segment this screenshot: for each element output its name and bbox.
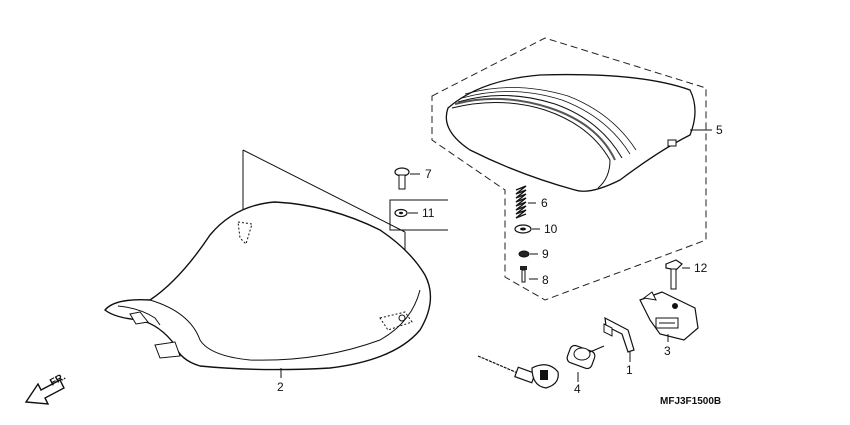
callout-6: 6	[541, 196, 548, 210]
callout-11-frame	[389, 199, 448, 231]
nut-9: 9	[518, 247, 549, 261]
callout-1: 1	[626, 363, 633, 377]
callout-4: 4	[574, 382, 581, 396]
collar-11: 11	[389, 199, 448, 231]
rear-seat-dashed-box	[431, 37, 707, 301]
key-cylinder-group: 4	[477, 344, 605, 396]
callout-9: 9	[542, 247, 549, 261]
bolt-8: 8	[520, 266, 549, 287]
diagram-code: MFJ3F1500B	[660, 396, 721, 407]
seat-lock-3: 3	[639, 291, 699, 358]
callout-5: 5	[716, 123, 723, 137]
bolt-12: 12	[665, 259, 708, 290]
callout-3: 3	[664, 344, 671, 358]
callout-2: 2	[277, 380, 284, 394]
callout-12: 12	[694, 261, 708, 275]
clip-1: 1	[603, 316, 635, 377]
spring-6: 6	[515, 185, 548, 219]
rider-seat-group: 2	[104, 149, 432, 394]
rear-seat-cowl-group: 5	[431, 37, 723, 301]
front-direction-label: FR.	[48, 371, 68, 388]
callout-10: 10	[544, 222, 558, 236]
front-direction-arrow: FR.	[24, 371, 68, 405]
callout-7: 7	[425, 167, 432, 181]
washer-10: 10	[514, 222, 558, 236]
rider-seat	[104, 201, 432, 371]
rear-seat-cowl	[445, 73, 696, 192]
callout-8: 8	[542, 273, 549, 287]
screw-7: 7	[394, 167, 432, 190]
callout-11: 11	[422, 206, 435, 220]
